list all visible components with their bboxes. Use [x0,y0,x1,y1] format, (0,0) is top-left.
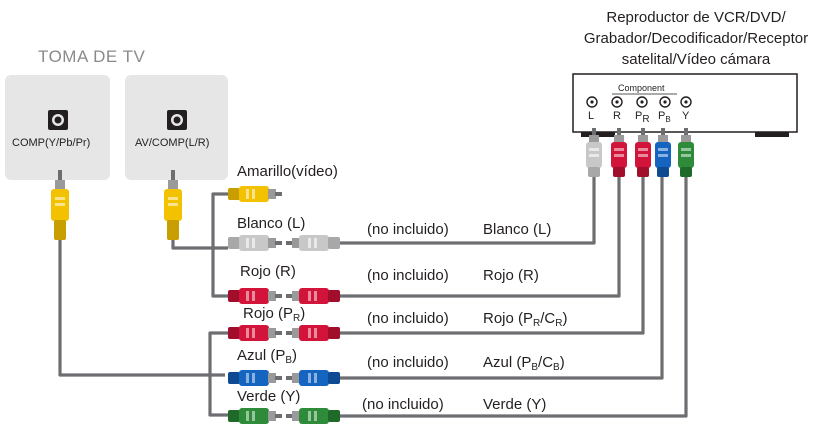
comp-jack-label: COMP(Y/Pb/Pr) [12,137,90,149]
device-jack-l-label: L [588,110,594,122]
plug-yellow [228,186,282,202]
label-yellow: Amarillo(vídeo) [237,163,338,180]
right-label-pr: Rojo (PR/CR) [483,310,568,329]
right-label-pr-sub1: R [533,318,540,329]
device-jack-pr-letter: P [635,110,642,122]
tv-plug-comp [51,170,69,240]
device-plug-pb [655,128,671,177]
device-jack-r[interactable] [611,96,623,108]
plug-pair-red [228,288,340,304]
cable-device-white [340,165,596,245]
cables [58,165,688,418]
right-label-pr-sub2: R [555,318,562,329]
label-pr: Rojo (PR) [243,305,305,324]
label-white: Blanco (L) [237,215,305,232]
device-jack-l[interactable] [586,96,598,108]
not-included-green: (no incluido) [362,396,444,413]
device-jack-pb[interactable] [659,96,671,108]
av-jack-icon[interactable] [167,110,187,130]
right-label-white: Blanco (L) [483,221,551,238]
cable-device-pb [340,165,664,380]
right-label-green: Verde (Y) [483,396,546,413]
label-pr-main: Rojo (P [243,305,293,322]
device-jack-pb-label: PB [658,110,671,124]
label-pb-sub: B [285,355,292,366]
device-plug-green [678,128,694,177]
device-jack-y-label: Y [682,110,690,122]
cable-loop-pr-green [208,331,228,417]
cable-av-to-white [171,240,228,250]
right-label-pb-end: ) [560,354,565,371]
label-green: Verde (Y) [237,388,300,405]
cable-comp-to-blue [58,240,225,377]
device-box: Component [572,73,798,137]
plug-pair-pb [228,370,340,386]
right-label-pr-main: Rojo (P [483,310,533,327]
right-label-pb-mid: /C [538,354,553,371]
tv-plug-av [164,170,182,240]
device-jack-pb-letter: P [658,110,665,122]
device-title-line2: Grabador/Decodificador/Receptor [584,30,808,47]
label-pb: Azul (PB) [237,347,297,366]
right-label-pr-mid: /C [540,310,555,327]
label-pr-sub: R [293,313,300,324]
right-label-red: Rojo (R) [483,267,539,284]
label-pb-main: Azul (P [237,347,285,364]
not-included-pr: (no incluido) [367,310,449,327]
cable-device-pr [340,165,645,335]
not-included-white: (no incluido) [367,221,449,238]
tv-title: TOMA DE TV [38,47,146,66]
device-jack-pr[interactable] [636,96,648,108]
not-included-pb: (no incluido) [367,354,449,371]
comp-jack-icon[interactable] [48,110,68,130]
device-plug-red [611,128,627,177]
device-jacks: L R PR PB Y [586,96,692,125]
plug-pair-green [228,408,340,424]
device-jack-pr-sub: R [642,114,649,125]
label-pr-end: ) [300,305,305,322]
device-title-line3: satelital/Vídeo cámara [622,51,771,68]
left-labels: Amarillo(vídeo) Blanco (L) Rojo (R) Rojo… [237,163,338,405]
plug-pair-white [228,235,340,251]
right-label-pb: Azul (PB/CB) [483,354,565,373]
right-label-pb-sub2: B [553,362,560,373]
component-label: Component [618,83,665,93]
plug-pair-pr [228,325,340,341]
device-title: Reproductor de VCR/DVD/ Grabador/Decodif… [584,9,808,68]
right-label-pb-sub1: B [531,362,538,373]
cable-loop-yellow-red [211,192,228,298]
cable-device-green [340,165,688,418]
device-plug-white [586,128,602,177]
device-jack-pb-sub: B [665,115,670,124]
device-jack-pr-label: PR [635,110,650,125]
not-included-labels: (no incluido) (no incluido) (no incluido… [362,221,449,413]
cable-device-red [340,165,621,298]
device-jack-y[interactable] [680,96,692,108]
device-title-line1: Reproductor de VCR/DVD/ [606,9,786,26]
device-jack-r-label: R [613,110,621,122]
device-plug-pr [635,128,651,177]
av-jack-label: AV/COMP(L/R) [135,137,209,149]
tv-panel: TOMA DE TV COMP(Y/Pb/Pr) AV/COMP(L/R) [5,47,228,180]
label-red: Rojo (R) [240,263,296,280]
right-labels: Blanco (L) Rojo (R) Rojo (PR/CR) Azul (P… [483,221,568,413]
label-pb-end: ) [292,347,297,364]
not-included-red: (no incluido) [367,267,449,284]
right-label-pb-main: Azul (P [483,354,531,371]
right-label-pr-end: ) [563,310,568,327]
